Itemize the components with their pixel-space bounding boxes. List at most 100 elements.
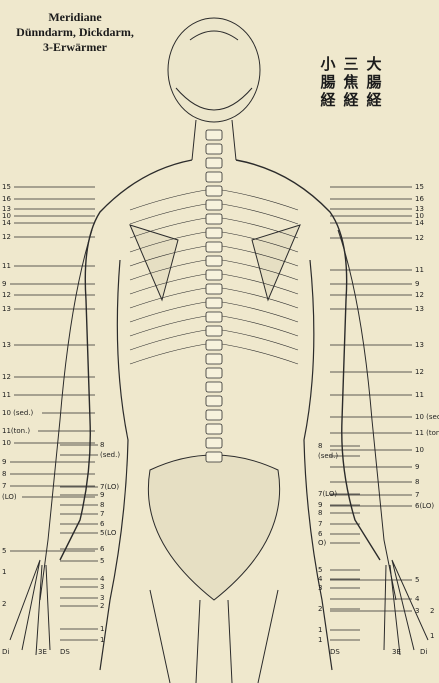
- acupoint-label-left: 7: [2, 482, 6, 490]
- meridian-code-label: 3E: [392, 648, 401, 656]
- vertebra: [206, 158, 222, 168]
- acupoint-label-left: 15: [2, 183, 11, 191]
- acupoint-label-left: 11: [2, 391, 11, 399]
- acupoint-label-center-right: 5: [318, 566, 322, 574]
- cjk-triple-warmer: 三 焦 経: [343, 55, 359, 109]
- cjk-char: 焦: [343, 73, 359, 91]
- rib: [222, 302, 298, 322]
- acupoint-label-center-right: 7: [318, 520, 322, 528]
- vertebra: [206, 200, 222, 210]
- cjk-char: 三: [343, 55, 359, 73]
- cjk-large-intestine: 大 腸 経: [366, 55, 382, 109]
- acupoint-label-left: 16: [2, 195, 11, 203]
- acupoint-label-right: 13: [415, 341, 424, 349]
- vertebra: [206, 438, 222, 448]
- acupoint-label-left: 13: [2, 305, 11, 313]
- title-line: Dünndarm, Dickdarm,: [0, 25, 150, 40]
- acupoint-label-hand-left: 1: [2, 568, 6, 576]
- acupoint-label-center-left: 2: [100, 602, 104, 610]
- vertebra: [206, 214, 222, 224]
- title-line: Meridiane: [0, 10, 150, 25]
- title-line: 3-Erwärmer: [0, 40, 150, 55]
- acupoint-label-center-left: 3: [100, 594, 104, 602]
- vertebra: [206, 396, 222, 406]
- acupoint-label-right: 12: [415, 291, 424, 299]
- meridian-code-label: DS: [60, 648, 70, 656]
- cjk-char: 経: [366, 91, 382, 109]
- acupoint-label-center-right: 3: [318, 584, 322, 592]
- acupoint-label-left: (LO): [2, 493, 17, 501]
- acupoint-label-left: 13: [2, 341, 11, 349]
- acupoint-label-center-right: 7(LO): [318, 490, 337, 498]
- rib: [130, 190, 206, 210]
- acupoint-label-right: 12: [415, 234, 424, 242]
- acupoint-label-center-right: 8: [318, 442, 322, 450]
- meridian-code-label: 3E: [38, 648, 47, 656]
- meridian-code-label: Di: [2, 648, 9, 656]
- rib: [222, 344, 298, 364]
- acupoint-label-center-left: 6: [100, 520, 104, 528]
- acupoint-label-hand-right: 1: [430, 632, 434, 640]
- meridian-code-label: Di: [420, 648, 427, 656]
- vertebra: [206, 186, 222, 196]
- vertebra: [206, 298, 222, 308]
- acupoint-label-center-left: 8: [100, 441, 104, 449]
- acupoint-label-left: 5: [2, 547, 6, 555]
- rib: [130, 288, 206, 308]
- rib: [222, 204, 298, 224]
- rib: [130, 316, 206, 336]
- cjk-char: 小: [320, 55, 336, 73]
- rib: [222, 330, 298, 350]
- acupoint-label-center-left: 3: [100, 583, 104, 591]
- vertebra: [206, 312, 222, 322]
- acupoint-label-right: 11: [415, 391, 424, 399]
- acupoint-label-left: 12: [2, 291, 11, 299]
- acupoint-label-center-left: 8: [100, 501, 104, 509]
- acupoint-label-left: 14: [2, 219, 11, 227]
- acupoint-label-center-left: 7(LO): [100, 483, 119, 491]
- acupoint-label-left: 12: [2, 373, 11, 381]
- vertebra: [206, 228, 222, 238]
- acupoint-label-hand-left: 2: [2, 600, 6, 608]
- acupoint-label-right: 6(LO): [415, 502, 434, 510]
- acupoint-label-right: 15: [415, 183, 424, 191]
- acupoint-label-left: 10: [2, 439, 11, 447]
- acupoint-label-right: 12: [415, 368, 424, 376]
- vertebra: [206, 452, 222, 462]
- acupoint-label-center-right: 1: [318, 636, 322, 644]
- vertebra: [206, 144, 222, 154]
- vertebra: [206, 326, 222, 336]
- acupoint-label-center-right: 6: [318, 530, 322, 538]
- acupoint-label-left: 10 (sed.): [2, 409, 33, 417]
- acupoint-label-center-left: 4: [100, 575, 104, 583]
- acupoint-label-right: 9: [415, 463, 419, 471]
- acupoint-label-right: 9: [415, 280, 419, 288]
- acupoint-label-hand-right: 2: [430, 607, 434, 615]
- acupoint-label-center-left: 6: [100, 545, 104, 553]
- rib: [130, 344, 206, 364]
- cjk-small-intestine: 小 腸 経: [320, 55, 336, 109]
- vertebra: [206, 410, 222, 420]
- acupoint-label-center-left: (sed.): [100, 451, 120, 459]
- cjk-char: 腸: [320, 73, 336, 91]
- vertebra: [206, 172, 222, 182]
- vertebra: [206, 242, 222, 252]
- acupoint-label-left: 12: [2, 233, 11, 241]
- acupoint-label-right: 14: [415, 219, 424, 227]
- acupoint-label-right: 16: [415, 195, 424, 203]
- vertebra: [206, 354, 222, 364]
- acupoint-label-center-left: 5(LO: [100, 529, 116, 537]
- acupoint-label-right: 8: [415, 478, 419, 486]
- acupoint-label-left: 9: [2, 280, 6, 288]
- acupoint-label-center-left: 5: [100, 557, 104, 565]
- acupoint-label-right: 5: [415, 576, 419, 584]
- acupoint-label-left: 8: [2, 470, 6, 478]
- cjk-char: 腸: [366, 73, 382, 91]
- acupoint-label-right: 10: [415, 446, 424, 454]
- acupoint-label-right: 13: [415, 305, 424, 313]
- acupoint-label-center-left: 9: [100, 491, 104, 499]
- acupoint-label-right: 10 (sed.: [415, 413, 439, 421]
- acupoint-label-center-left: 7: [100, 510, 104, 518]
- acupoint-label-left: 11(ton.): [2, 427, 30, 435]
- acupoint-label-center-right: 2: [318, 605, 322, 613]
